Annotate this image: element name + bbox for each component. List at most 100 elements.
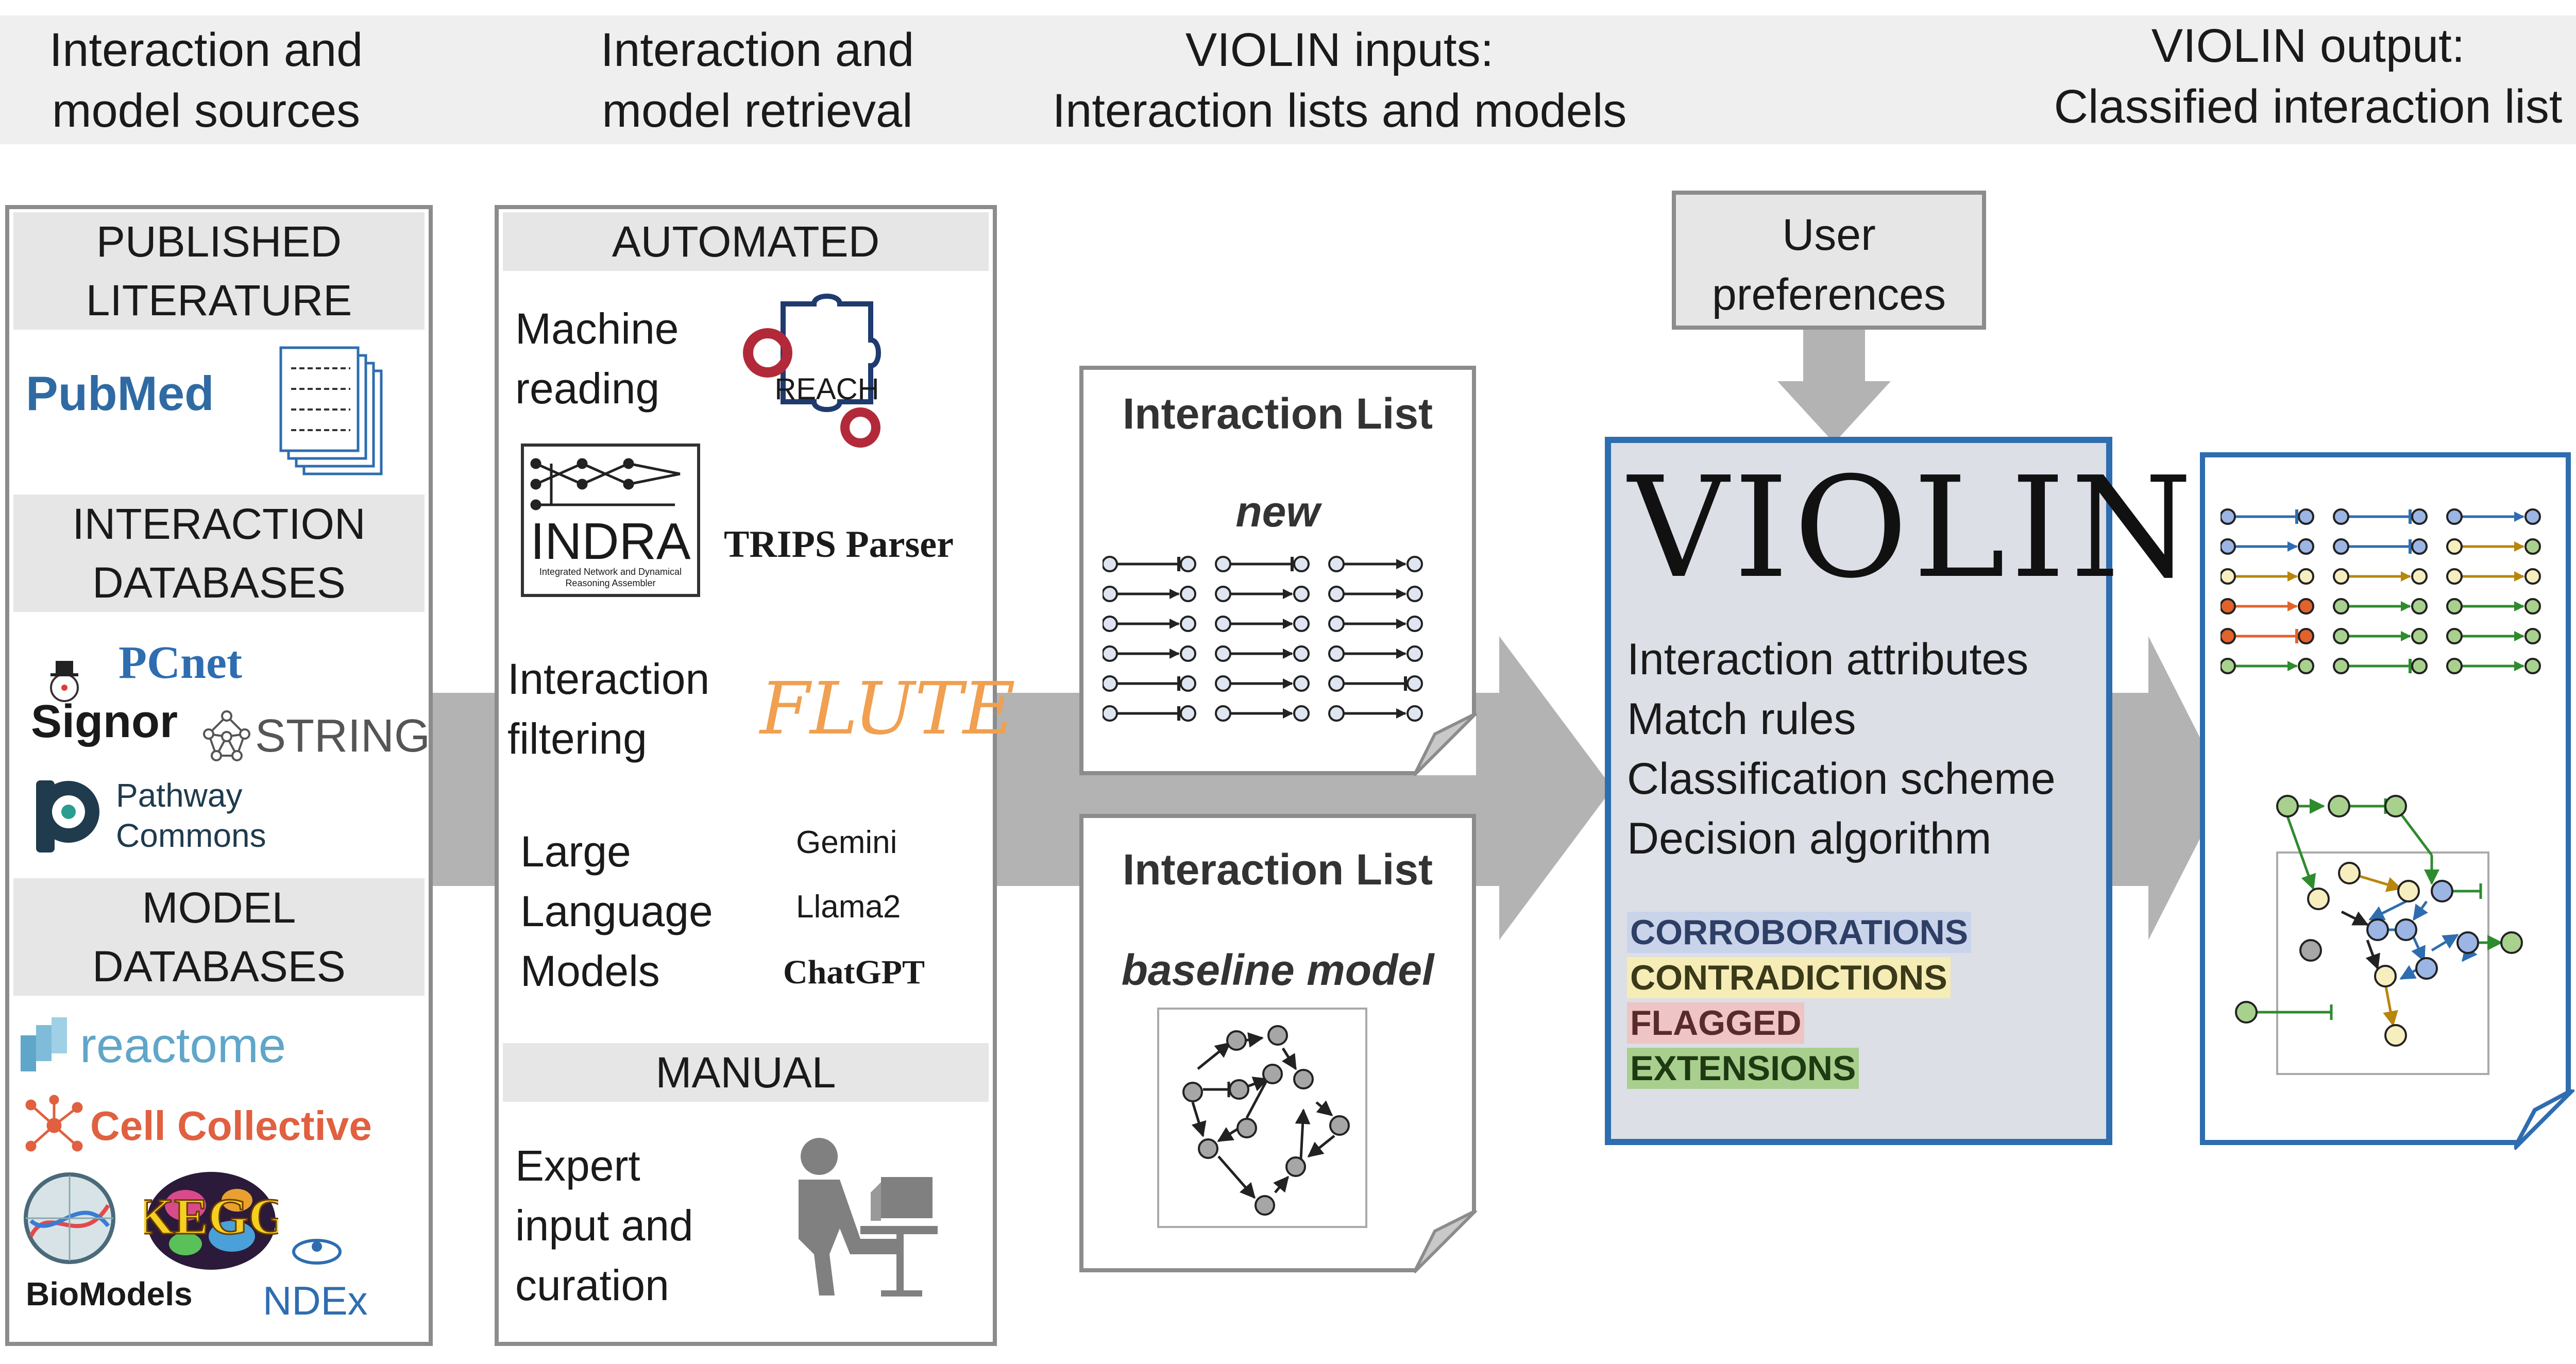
pathway-commons-logo[interactable]: Pathway Commons: [116, 775, 266, 856]
llm-label: Large Language Models: [520, 822, 713, 1001]
flute-logo[interactable]: FLUTE: [760, 667, 1016, 751]
documents-icon: [279, 346, 383, 475]
category-flagged: FLAGGED: [1627, 1002, 1805, 1044]
new-interaction-edge: [1215, 705, 1310, 722]
kegg-logo-icon[interactable]: KEGG: [144, 1169, 278, 1272]
interaction-filtering-line1: Interaction: [507, 655, 710, 703]
classified-interaction-edge: [2221, 658, 2314, 674]
new-interaction-edge: [1103, 705, 1196, 722]
person-at-computer-icon: [799, 1138, 938, 1297]
indra-text: INDRA: [530, 513, 690, 570]
new-interaction-edge: [1328, 645, 1423, 662]
llm-line2: Language: [520, 887, 713, 935]
reach-logo-icon[interactable]: REACH: [737, 294, 912, 448]
classified-interaction-edge: [2221, 568, 2314, 585]
new-interaction-edge: [1328, 675, 1423, 692]
pcnet-logo[interactable]: PCnet: [118, 637, 242, 688]
snowman-icon: [50, 661, 79, 702]
arrow-sources-to-retrieval: [433, 693, 505, 886]
user-preferences-line2: preferences: [1711, 270, 1946, 319]
string-logo[interactable]: STRING: [255, 710, 431, 762]
classified-interaction-edge: [2446, 508, 2541, 525]
new-interaction-edge: [1328, 705, 1423, 722]
biomodels-logo[interactable]: BioModels: [26, 1275, 193, 1312]
expert-line1: Expert: [515, 1141, 640, 1190]
expert-line2: input and: [515, 1201, 693, 1250]
machine-reading-line1: Machine: [515, 304, 679, 353]
indra-logo-icon[interactable]: INDRA Integrated Network and Dynamical R…: [520, 443, 701, 598]
llm-line3: Models: [520, 947, 660, 995]
header-sources-line1: Interaction and: [49, 24, 363, 76]
ndex-logo[interactable]: NDEx: [263, 1278, 368, 1323]
classified-interaction-edge: [2446, 538, 2541, 555]
classified-interaction-edge: [2446, 658, 2541, 674]
page-curl-new: [1414, 713, 1478, 777]
page-curl-output: [2514, 1089, 2575, 1150]
pubmed-logo[interactable]: PubMed: [26, 366, 214, 420]
indra-caption-line2: Reasoning Assembler: [565, 578, 655, 588]
new-interaction-edge: [1215, 675, 1310, 692]
classified-interaction-edge: [2221, 538, 2314, 555]
reactome-logo[interactable]: reactome: [80, 1018, 286, 1073]
baseline-model-graph: [1157, 1008, 1367, 1228]
model-databases-line1: MODEL: [142, 883, 296, 932]
pathway-commons-icon: [36, 780, 99, 852]
header-band: [0, 15, 2576, 144]
model-databases-title: MODEL DATABASES: [13, 878, 425, 996]
llama-label[interactable]: Llama2: [796, 889, 901, 925]
category-contradictions: CONTRADICTIONS: [1627, 957, 1951, 998]
classified-interaction-edge: [2221, 508, 2314, 525]
classified-interaction-edge: [2446, 598, 2541, 615]
interaction-list-new-subtitle: new: [1235, 487, 1320, 536]
new-interaction-edge: [1103, 675, 1196, 692]
header-sources-line2: model sources: [52, 84, 361, 137]
chatgpt-label[interactable]: ChatGPT: [783, 953, 925, 991]
published-literature-title: PUBLISHED LITERATURE: [13, 212, 425, 330]
cell-collective-icon: [25, 1095, 83, 1152]
category-extensions: EXTENSIONS: [1627, 1048, 1859, 1089]
header-inputs-line1: VIOLIN inputs:: [1185, 24, 1494, 76]
biomodels-icon: [24, 1172, 115, 1264]
classified-interactions-graphic: [2221, 508, 2541, 674]
pathway-commons-line2: Commons: [116, 817, 266, 854]
signor-logo[interactable]: Signor: [31, 696, 178, 747]
interaction-filtering-line2: filtering: [507, 714, 647, 763]
classified-interaction-edge: [2333, 658, 2428, 674]
gemini-label[interactable]: Gemini: [796, 825, 897, 860]
published-literature-line1: PUBLISHED: [96, 217, 342, 266]
new-interaction-edge: [1328, 616, 1423, 632]
header-inputs-line2: Interaction lists and models: [1052, 84, 1627, 137]
new-interactions-graphic: [1103, 556, 1423, 722]
model-databases-line2: DATABASES: [92, 942, 346, 991]
header-retrieval-line1: Interaction and: [600, 24, 914, 76]
header-retrieval: Interaction and model retrieval: [536, 20, 979, 141]
new-interaction-edge: [1215, 616, 1310, 632]
new-interaction-edge: [1328, 556, 1423, 572]
manual-title: MANUAL: [503, 1043, 989, 1102]
classified-interaction-edge: [2221, 628, 2314, 644]
retrieval-panel: [495, 205, 997, 1346]
reach-text: REACH: [774, 372, 879, 406]
indra-caption-line1: Integrated Network and Dynamical: [539, 567, 682, 577]
header-sources: Interaction and model sources: [10, 20, 402, 141]
interaction-list-baseline-title: Interaction List: [1122, 845, 1433, 894]
pathway-commons-line1: Pathway: [116, 777, 243, 814]
classified-interaction-edge: [2333, 628, 2428, 644]
header-output-line1: VIOLIN output:: [2151, 20, 2465, 72]
classified-network-graph: [2235, 795, 2523, 1075]
user-preferences-box[interactable]: User preferences: [1672, 191, 1986, 330]
new-interaction-edge: [1103, 616, 1196, 632]
interaction-databases-line1: INTERACTION: [72, 500, 366, 548]
published-literature-line2: LITERATURE: [86, 276, 352, 325]
header-output: VIOLIN output: Classified interaction li…: [2030, 15, 2576, 137]
header-inputs: VIOLIN inputs: Interaction lists and mod…: [1020, 20, 1659, 141]
cell-collective-logo[interactable]: Cell Collective: [90, 1103, 372, 1149]
new-interaction-edge: [1215, 645, 1310, 662]
interaction-filtering-label: Interaction filtering: [507, 649, 709, 769]
trips-parser-logo[interactable]: TRIPS Parser: [724, 523, 954, 566]
new-interaction-edge: [1103, 645, 1196, 662]
classified-interaction-edge: [2446, 628, 2541, 644]
interaction-list-baseline-subtitle: baseline model: [1121, 946, 1434, 994]
kegg-text: KEGG: [144, 1188, 278, 1245]
violin-line-attributes: Interaction attributes: [1627, 635, 2029, 684]
